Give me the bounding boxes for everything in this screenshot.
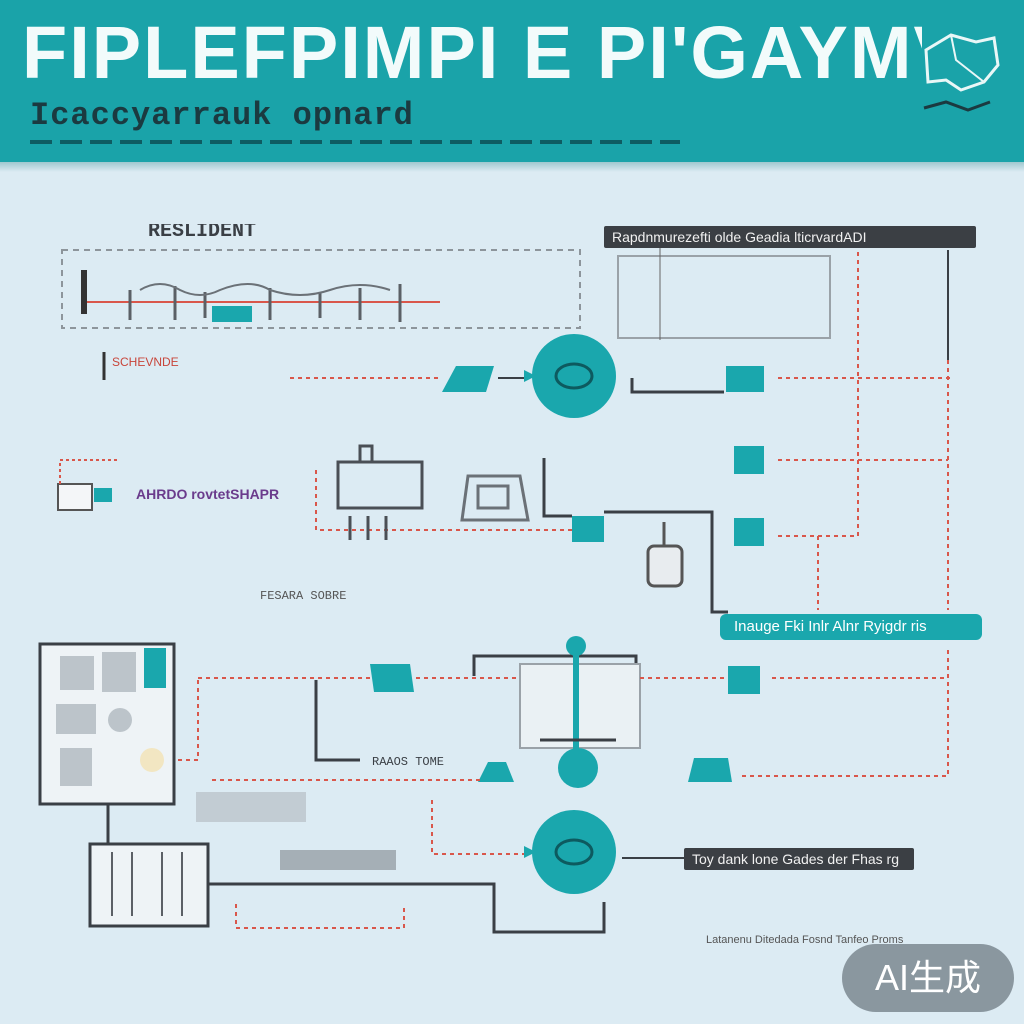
middle-dash-link — [315, 470, 572, 531]
residence-frame — [61, 249, 581, 329]
network-icon — [460, 474, 530, 522]
track-structure — [128, 284, 402, 322]
middle-teal-node — [572, 516, 604, 542]
building-icon — [336, 444, 424, 540]
bottom-right-banner: Toy dank lone Gades der Fhas rg — [684, 848, 914, 870]
tower-housing — [519, 663, 641, 749]
hub-circle-bottom — [532, 810, 616, 894]
right-node-1 — [734, 446, 764, 474]
middle-to-banner-line — [604, 510, 728, 614]
header-shadow — [0, 162, 1024, 172]
lower-teal-node-1 — [370, 664, 414, 692]
residence-label: RESLIDENT — [148, 224, 257, 240]
right-dash-return — [778, 252, 859, 537]
hub-top-pointer — [524, 370, 536, 382]
control-panel-teal-strip — [144, 648, 166, 688]
info-box-top — [617, 255, 831, 339]
lower-right-node-2 — [688, 758, 732, 782]
lower-solid-link — [314, 680, 360, 762]
router-dash — [59, 459, 120, 484]
track-cable — [139, 283, 391, 296]
lower-mid-node — [478, 762, 514, 782]
lower-dash-return — [738, 650, 949, 777]
camera-box — [88, 842, 210, 928]
middle-right-banner: Inauge Fki Inlr Alnr Ryigdr ris — [720, 614, 982, 640]
middle-solid-link — [542, 458, 572, 518]
hub-bottom-pointer — [524, 846, 536, 858]
header-subtitle: Icaccyarrauk opnard — [30, 97, 414, 134]
lower-right-node-1 — [728, 666, 760, 694]
hub-circle-top — [532, 334, 616, 418]
amado-label: AHRDO rovtetSHAPR — [136, 486, 280, 502]
dropper-icon — [646, 522, 684, 588]
bottom-caption: Latanenu Ditedada Fosnd Tanfeo Proms — [706, 934, 904, 946]
hub-top-out-line — [630, 378, 724, 394]
hub-bottom-eye-icon — [554, 838, 594, 866]
top-right-banner: Rapdnmurezefti olde Geadia lticrvardADI — [604, 226, 976, 248]
router-device-icon — [57, 483, 93, 511]
scbevnd-label: SCHEVNDE — [112, 355, 179, 369]
lower-dash-to-hub — [431, 800, 524, 855]
map-logo-icon — [923, 33, 1000, 112]
header-title: FIPLEFPIMPI E PI'GAYMVN — [22, 11, 922, 94]
camera-bars — [111, 852, 183, 916]
row2-teal-node — [442, 366, 494, 392]
bottom-panel-bar — [196, 792, 306, 822]
control-panel-widgets — [56, 652, 164, 786]
header-banner: FIPLEFPIMPI E PI'GAYMVN Icaccyarrauk opn… — [0, 0, 1024, 162]
right-node-2 — [734, 518, 764, 546]
ai-generated-badge: AI生成 — [842, 944, 1014, 1012]
bottom-solid-route — [208, 882, 606, 934]
track-teal-block — [212, 306, 252, 322]
tower-top-node — [566, 636, 586, 656]
bottom-legend-bar — [280, 850, 396, 870]
lower-dash-left — [174, 680, 199, 761]
bottom-dash-route — [235, 904, 405, 929]
fixed-note-label: FESARA SOBRE — [260, 589, 347, 603]
router-port — [94, 488, 112, 502]
hub-top-eye-icon — [554, 362, 594, 390]
header-rule — [30, 140, 680, 144]
roads-caption: RAAOS TOME — [372, 755, 445, 769]
tower-base-node — [558, 748, 598, 788]
hub-top-out-node — [726, 366, 764, 392]
